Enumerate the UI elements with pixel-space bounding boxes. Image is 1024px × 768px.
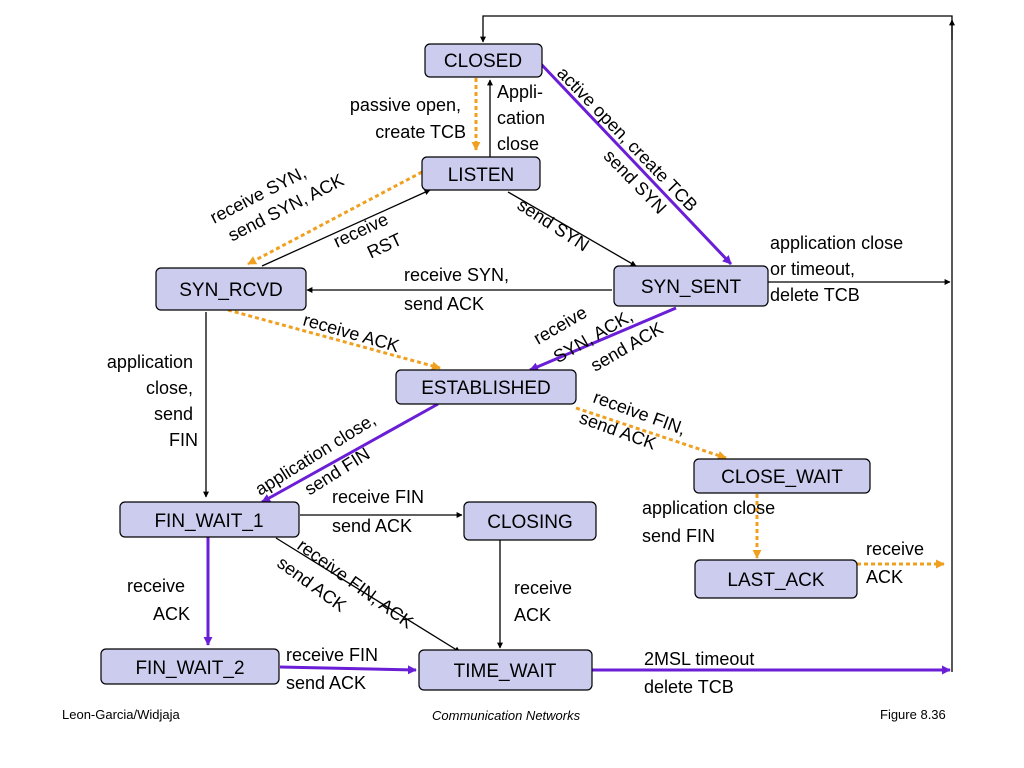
svg-text:ESTABLISHED: ESTABLISHED	[421, 378, 551, 399]
arrow-rcvd-to-established	[227, 308, 441, 371]
label-app-close-send-fin-cw: application close send FIN	[642, 498, 780, 546]
footer-author: Leon-Garcia/Widjaja	[62, 707, 181, 722]
svg-text:SYN_RCVD: SYN_RCVD	[179, 280, 282, 301]
footer-title: Communication Networks	[432, 708, 581, 723]
arrow-est-to-fin-wait-1	[261, 402, 439, 504]
state-fin-wait-2: FIN_WAIT_2	[100, 648, 280, 685]
label-receive-rst: receive RST	[330, 209, 405, 262]
label-receive-ack-lastack: receive ACK	[866, 539, 929, 587]
arrow-rst-to-listen	[261, 189, 431, 267]
label-app-close-send-fin-left: application close, send FIN	[107, 352, 198, 450]
state-established: ESTABLISHED	[395, 369, 577, 405]
label-recv-syn-send-synack: receive SYN, send SYN, ACK	[207, 162, 347, 245]
label-passive-open: passive open, create TCB	[350, 95, 466, 142]
state-last-ack: LAST_ACK	[694, 559, 858, 599]
arrow-fw1-to-time-wait	[275, 537, 461, 653]
arrow-fw2-to-time-wait	[279, 665, 417, 675]
label-recv-fin-send-ack-fw2: receive FIN send ACK	[286, 645, 383, 693]
label-receive-ack-closing: receive ACK	[514, 578, 577, 625]
state-listen: LISTEN	[421, 156, 541, 191]
state-closing: CLOSING	[463, 501, 597, 541]
label-appli-close: Appli- cation close	[497, 82, 550, 154]
svg-text:TIME_WAIT: TIME_WAIT	[454, 661, 557, 682]
label-receive-ack-est: receive ACK	[301, 310, 402, 357]
svg-text:LISTEN: LISTEN	[448, 165, 515, 186]
footer-figure: Figure 8.36	[880, 707, 946, 722]
label-recv-fin-ack-send-ack: receive FIN, ACK send ACK	[274, 535, 418, 632]
arrow-sent-to-established	[529, 306, 677, 372]
svg-text:LAST_ACK: LAST_ACK	[727, 570, 824, 591]
svg-text:FIN_WAIT_2: FIN_WAIT_2	[135, 658, 244, 679]
state-syn-sent: SYN_SENT	[613, 265, 769, 307]
label-timeout-2msl: 2MSL timeout delete TCB	[644, 649, 759, 697]
state-close-wait: CLOSE_WAIT	[693, 458, 871, 494]
svg-text:FIN_WAIT_1: FIN_WAIT_1	[154, 511, 263, 532]
arrow-listen-syn-rcvd	[247, 170, 423, 266]
label-send-syn: send SYN	[514, 195, 593, 256]
label-receive-ack-fw1: receive ACK	[127, 576, 190, 624]
state-time-wait: TIME_WAIT	[418, 649, 593, 691]
svg-text:CLOSED: CLOSED	[444, 51, 522, 72]
svg-text:SYN_SENT: SYN_SENT	[641, 277, 742, 298]
svg-text:CLOSING: CLOSING	[487, 512, 573, 533]
label-recv-syn-send-ack: receive SYN, send ACK	[404, 265, 514, 314]
state-syn-rcvd: SYN_RCVD	[155, 267, 307, 311]
arrow-return-loop-closed	[480, 15, 953, 672]
label-recv-fin-send-ack-est: receive FIN, send ACK	[577, 387, 689, 454]
arrow-est-to-close-wait	[575, 406, 727, 460]
label-app-close-timeout: application close or timeout, delete TCB	[770, 233, 908, 305]
state-closed: CLOSED	[424, 43, 543, 78]
svg-text:CLOSE_WAIT: CLOSE_WAIT	[721, 467, 843, 488]
arrow-send-syn	[507, 191, 637, 267]
state-fin-wait-1: FIN_WAIT_1	[119, 501, 300, 538]
label-recv-fin-send-ack-fw1: receive FIN send ACK	[332, 487, 429, 536]
arrow-active-open	[539, 62, 733, 266]
svg-text:active open, create TCB: active open, create TCB	[553, 63, 701, 216]
